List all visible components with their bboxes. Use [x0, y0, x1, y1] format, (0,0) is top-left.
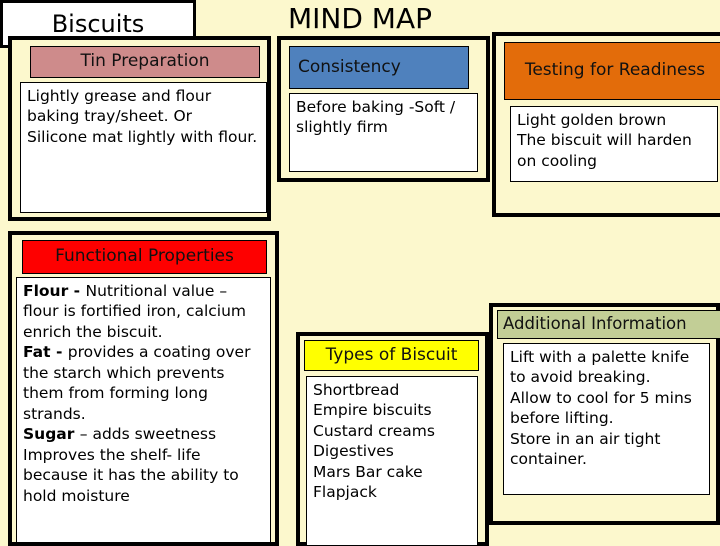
- text-line: container.: [510, 450, 587, 469]
- additional-information-group: Additional Information Lift with a palet…: [489, 303, 720, 525]
- types-of-biscuit-group: Types of Biscuit Shortbread Empire biscu…: [296, 332, 489, 546]
- list-item: Mars Bar cake: [313, 462, 423, 481]
- text-line: Before baking -Soft /: [296, 98, 456, 116]
- testing-for-readiness-group: Testing for Readiness Light golden brown…: [492, 32, 720, 217]
- types-of-biscuit-header: Types of Biscuit: [304, 340, 479, 371]
- functional-properties-body: Flour - Nutritional value – flour is for…: [16, 277, 271, 543]
- property-text: Improves the shelf- life because it has …: [23, 445, 239, 505]
- text-line: baking tray/sheet. Or: [27, 107, 193, 126]
- property-entry: Sugar – adds sweetness: [23, 424, 264, 444]
- text-line: slightly firm: [296, 118, 388, 137]
- functional-properties-header: Functional Properties: [22, 240, 267, 274]
- property-entry: Improves the shelf- life because it has …: [23, 445, 264, 506]
- list-item: Shortbread: [313, 381, 400, 399]
- consistency-header: Consistency: [289, 46, 469, 89]
- property-entry: Fat - provides a coating over the starch…: [23, 342, 264, 424]
- text-line: Light golden brown: [517, 111, 667, 129]
- text-line: Allow to cool for 5 mins: [510, 388, 692, 407]
- list-item: Empire biscuits: [313, 401, 432, 420]
- text-line: The biscuit will harden: [517, 131, 692, 150]
- tin-preparation-body: Lightly grease and flour baking tray/she…: [20, 82, 267, 213]
- property-term: Fat -: [23, 343, 68, 362]
- property-entry: Flour - Nutritional value – flour is for…: [23, 281, 264, 342]
- list-item: Flapjack: [313, 483, 377, 502]
- functional-properties-group: Functional Properties Flour - Nutritiona…: [8, 231, 279, 546]
- consistency-group: Consistency Before baking -Soft / slight…: [277, 36, 490, 182]
- consistency-body: Before baking -Soft / slightly firm: [289, 93, 478, 172]
- property-text: – adds sweetness: [79, 425, 217, 444]
- text-line: Lift with a palette knife: [510, 348, 690, 366]
- additional-information-header: Additional Information: [497, 310, 720, 339]
- tin-preparation-header: Tin Preparation: [30, 46, 260, 78]
- property-text: Nutritional value – flour is fortified i…: [23, 282, 247, 341]
- additional-information-body: Lift with a palette knife to avoid break…: [503, 343, 710, 495]
- text-line: on cooling: [517, 151, 597, 170]
- text-line: to avoid breaking.: [510, 368, 651, 387]
- types-of-biscuit-body: Shortbread Empire biscuits Custard cream…: [306, 376, 478, 546]
- text-line: Store in an air tight: [510, 429, 661, 448]
- property-term: Sugar: [23, 425, 80, 444]
- property-term: Flour -: [23, 282, 86, 300]
- list-item: Custard creams: [313, 421, 435, 440]
- testing-for-readiness-body: Light golden brown The biscuit will hard…: [510, 106, 718, 182]
- text-line: before lifting.: [510, 409, 614, 428]
- property-text: provides a coating over the starch which…: [23, 343, 251, 423]
- text-line: Silicone mat lightly with flour.: [27, 127, 258, 146]
- list-item: Digestives: [313, 442, 394, 461]
- testing-for-readiness-header: Testing for Readiness: [504, 42, 720, 100]
- tin-preparation-group: Tin Preparation Lightly grease and flour…: [8, 36, 271, 221]
- text-line: Lightly grease and flour: [27, 87, 212, 105]
- page-title: MIND MAP: [287, 2, 433, 35]
